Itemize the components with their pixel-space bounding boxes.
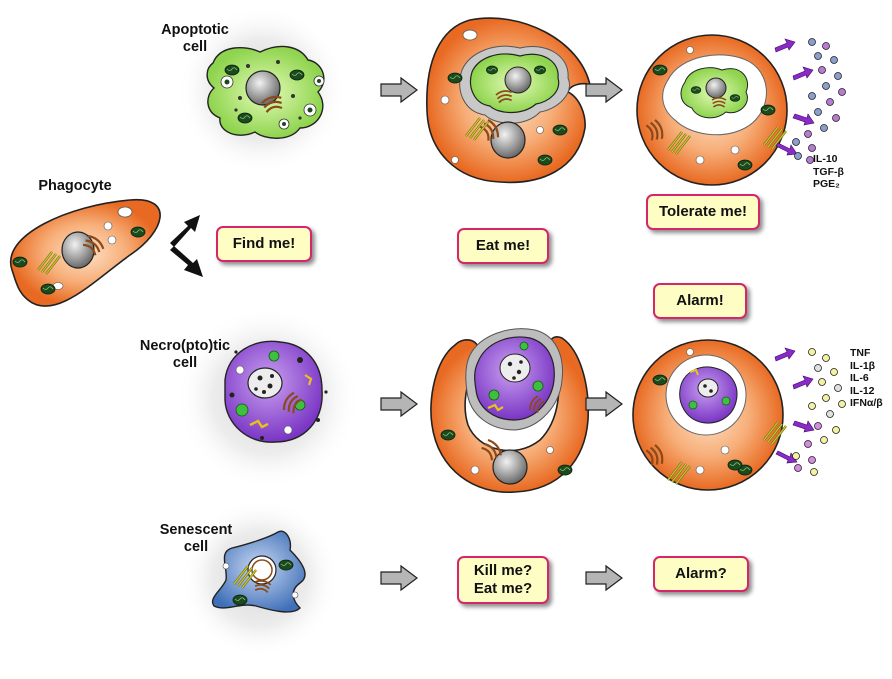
arrow-5 — [380, 564, 418, 592]
alarm-question-signal: Alarm? — [653, 556, 749, 592]
pro-inflammatory-cytokines: TNF IL-1β IL-6 IL-12 IFNα/β — [850, 347, 883, 410]
anti-inflammatory-secretion — [774, 38, 846, 164]
necrotic-cell — [224, 340, 328, 443]
anti-inflammatory-cytokines: IL-10 TGF-β PGE₂ — [813, 153, 844, 191]
arrow-4 — [585, 390, 623, 418]
apoptotic-cell — [206, 45, 325, 139]
tolerate-me-signal: Tolerate me! — [646, 194, 760, 230]
kill-me-eat-me-signal: Kill me? Eat me? — [457, 556, 549, 604]
apoptotic-cell-label: Apoptotic cell — [161, 22, 229, 55]
alarm-signal: Alarm! — [653, 283, 747, 319]
phagocyte-cell — [9, 199, 161, 307]
eat-me-signal: Eat me! — [457, 228, 549, 264]
cytokine-tgfb: TGF-β — [813, 165, 844, 178]
arrow-3 — [380, 390, 418, 418]
phagocyte-digesting-apoptotic — [636, 34, 788, 186]
necrotic-cell-label: Necro(pto)tic cell — [139, 338, 231, 371]
phagocyte-digesting-necrotic — [632, 339, 788, 491]
phagocyte-engulfing-apoptotic — [426, 17, 592, 184]
phagocyte-label: Phagocyte — [38, 178, 112, 194]
cytokine-il12: IL-12 — [850, 384, 875, 397]
pro-inflammatory-secretion — [774, 347, 846, 476]
cytokine-pge2: PGE₂ — [813, 178, 840, 190]
arrow-2 — [585, 76, 623, 104]
find-arrows — [170, 215, 203, 277]
senescent-cell — [211, 530, 306, 613]
phagocyte-engulfing-necrotic — [430, 328, 590, 493]
senescent-cell-label: Senescent cell — [159, 522, 233, 555]
cytokine-ifn: IFNα/β — [850, 397, 883, 409]
cytokine-il10: IL-10 — [813, 153, 838, 165]
arrow-1 — [380, 76, 418, 104]
cytokine-tnf: TNF — [850, 347, 871, 359]
gray-arrows — [380, 76, 623, 592]
find-me-signal: Find me! — [216, 226, 312, 262]
cytokine-il6: IL-6 — [850, 372, 869, 384]
arrow-6 — [585, 564, 623, 592]
cytokine-il1b: IL-1β — [850, 359, 876, 372]
